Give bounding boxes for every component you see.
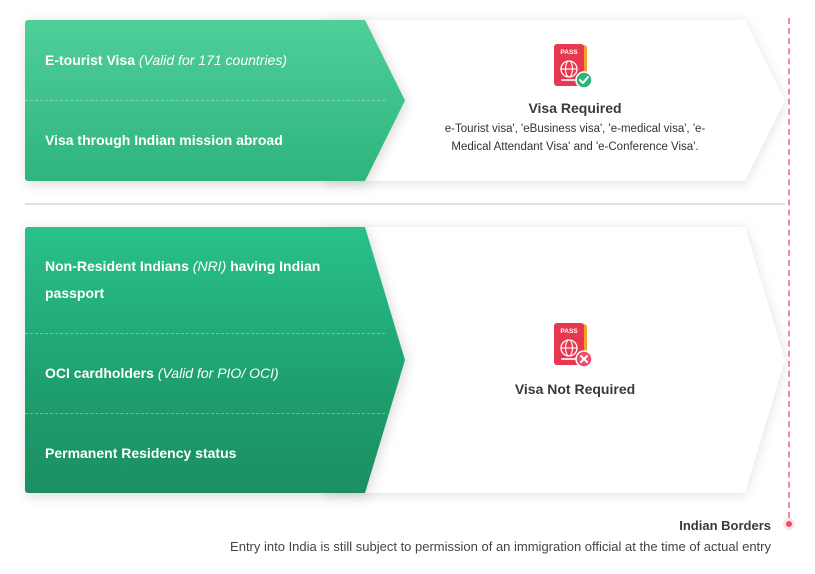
category-note: (Valid for 171 countries)	[138, 52, 287, 68]
status-description-line: e-Tourist visa', 'eBusiness visa', 'e-me…	[444, 123, 706, 135]
passport-check-icon: PASS	[554, 44, 593, 89]
status-title: Visa Required	[528, 100, 622, 116]
category-label: OCI cardholders	[45, 365, 154, 381]
passport-label: PASS	[560, 49, 578, 56]
category-note: (Valid for PIO/ OCI)	[157, 365, 279, 381]
category-label: passport	[45, 285, 105, 301]
category-row-nri: Non-Resident Indians (NRI) having Indian…	[25, 253, 375, 307]
category-note: (NRI)	[192, 258, 227, 274]
status-description: e-Tourist visa', 'eBusiness visa', 'e-me…	[405, 120, 745, 156]
category-row-permanent-residency: Permanent Residency status	[25, 440, 375, 467]
row-divider	[25, 413, 385, 414]
passport-cross-icon: PASS	[554, 323, 593, 368]
visa-required-card: E-tourist Visa (Valid for 171 countries)…	[25, 20, 785, 181]
category-row-e-tourist: E-tourist Visa (Valid for 171 countries)	[25, 47, 375, 74]
visa-required-categories-shadow: E-tourist Visa (Valid for 171 countries)…	[25, 20, 405, 181]
row-divider	[25, 100, 385, 101]
row-divider	[25, 333, 385, 334]
category-label: Permanent Residency status	[45, 445, 237, 461]
visa-required-categories: E-tourist Visa (Valid for 171 countries)…	[25, 20, 405, 181]
category-label: Visa through Indian mission abroad	[45, 132, 283, 148]
status-description-line: Medical Attendant Visa' and 'e-Conferenc…	[451, 141, 699, 153]
visa-not-required-categories: Non-Resident Indians (NRI) having Indian…	[25, 227, 405, 493]
border-label: Indian Borders	[679, 518, 771, 533]
category-label: having Indian	[230, 258, 321, 274]
visa-required-status: Visa Required e-Tourist visa', 'eBusines…	[405, 100, 745, 156]
category-row-oci: OCI cardholders (Valid for PIO/ OCI)	[25, 360, 375, 387]
entry-footnote: Entry into India is still subject to per…	[230, 539, 771, 554]
visa-not-required-card: Non-Resident Indians (NRI) having Indian…	[25, 227, 785, 493]
passport-label: PASS	[560, 328, 578, 335]
visa-not-required-categories-shadow: Non-Resident Indians (NRI) having Indian…	[25, 227, 405, 493]
category-label: Non-Resident Indians	[45, 258, 189, 274]
visa-not-required-status: Visa Not Required	[405, 381, 745, 397]
indian-border-line	[788, 18, 790, 518]
category-row-mission: Visa through Indian mission abroad	[25, 127, 375, 154]
section-separator	[25, 203, 785, 205]
category-label: E-tourist Visa	[45, 52, 135, 68]
border-marker-dot	[783, 518, 795, 530]
status-title: Visa Not Required	[514, 381, 636, 397]
